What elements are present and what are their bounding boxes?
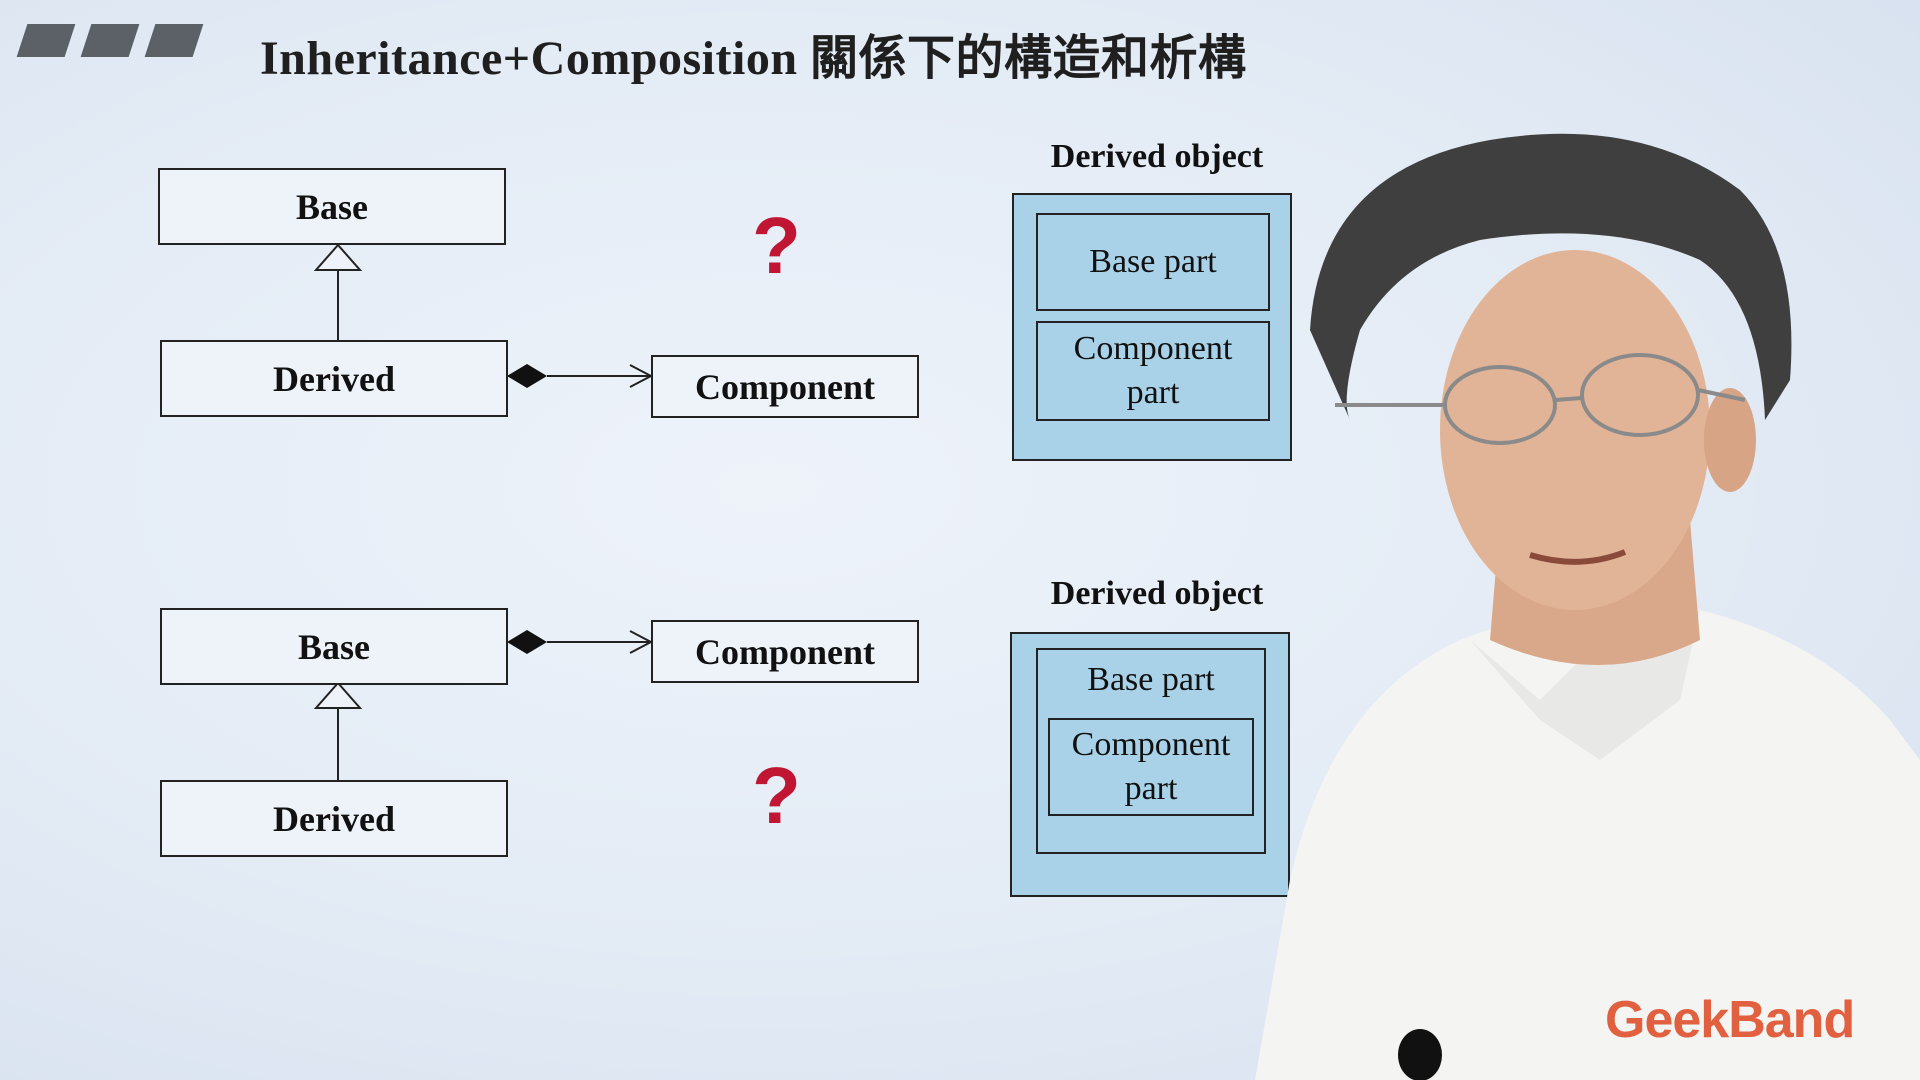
bottom-component-part-line2: part: [1124, 770, 1178, 807]
top-question-mark: ?: [752, 201, 801, 290]
bottom-object-title: Derived object: [1050, 575, 1264, 612]
bottom-component-part-label: Component part: [1072, 723, 1231, 811]
top-base-class-box: Base: [158, 168, 506, 245]
presenter-mouth: [1529, 549, 1627, 565]
bottom-base-part-label: Base part: [1087, 661, 1215, 698]
top-base-part-box: Base part: [1036, 213, 1270, 311]
top-derived-class-label: Derived: [273, 358, 395, 399]
top-derived-object-box: Base part Component part: [1012, 193, 1292, 461]
bottom-component-part-line1: Component: [1071, 725, 1231, 763]
slide-title: Inheritance+Composition 關係下的構造和析構: [260, 32, 1247, 85]
top-component-part-label: Component part: [1074, 327, 1233, 415]
bottom-inheritance-arrowhead: [313, 681, 363, 709]
presenter-glasses: [1335, 353, 1746, 445]
bottom-component-part-box: Component part: [1048, 718, 1254, 816]
presenter-ear: [1704, 388, 1756, 492]
bottom-base-class-label: Base: [298, 626, 370, 667]
bottom-base-class-box: Base: [160, 608, 508, 685]
top-base-class-label: Base: [296, 186, 368, 227]
bottom-question-mark: ?: [752, 751, 801, 840]
bottom-component-class-label: Component: [694, 631, 876, 672]
top-component-class-box: Component: [651, 355, 919, 418]
top-component-part-line1: Component: [1073, 329, 1233, 367]
top-component-part-line2: part: [1126, 374, 1180, 411]
top-component-class-label: Component: [694, 366, 876, 407]
presenter-shirt: [1255, 600, 1920, 1080]
bottom-derived-class-box: Derived: [160, 780, 508, 857]
top-object-title: Derived object: [1050, 138, 1264, 175]
top-component-part-box: Component part: [1036, 321, 1270, 421]
presenter-hair: [1310, 133, 1792, 420]
bottom-derived-class-label: Derived: [273, 798, 395, 839]
bottom-component-class-box: Component: [651, 620, 919, 683]
bottom-composition-diamond: [507, 630, 547, 654]
top-composition-diamond: [507, 364, 547, 388]
microphone-icon: [1398, 1029, 1442, 1080]
presenter-face: [1440, 250, 1710, 610]
top-base-part-label: Base part: [1089, 242, 1217, 280]
top-inheritance-arrowhead: [313, 243, 363, 271]
geekband-logo: GeekBand: [1605, 991, 1855, 1049]
top-derived-class-box: Derived: [160, 340, 508, 417]
bottom-derived-object-box: Base part Component part: [1010, 632, 1290, 897]
